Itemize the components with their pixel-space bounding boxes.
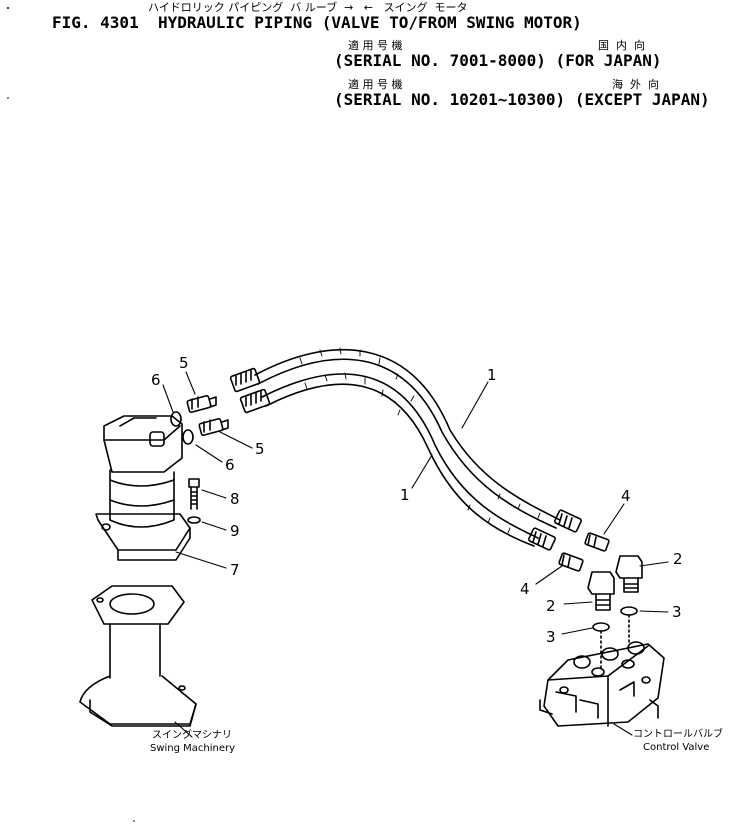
callout-3-lower: 3 [546, 628, 556, 646]
callout-9: 9 [230, 522, 240, 540]
callout-5-lower: 5 [255, 440, 265, 458]
fitting-4-upper [584, 532, 610, 552]
fitting-5-lower [198, 418, 229, 436]
fitting-5-upper [186, 395, 217, 413]
bolt-8 [188, 478, 200, 510]
control-valve-caption: Control Valve [643, 742, 710, 753]
hose-hatching [299, 347, 541, 534]
callout-5-upper: 5 [179, 354, 189, 372]
o-ring-6-upper [170, 411, 182, 427]
callout-2-lower: 2 [546, 597, 556, 615]
leader-lines [162, 371, 669, 738]
serial2-japanese-right: 海 外 向 [612, 78, 659, 91]
callout-4-lower: 4 [520, 580, 530, 598]
hose-end-lower-left [239, 388, 271, 414]
control-valve-caption-jp: コントロールバルブ [633, 729, 723, 740]
callout-1-lower: 1 [400, 486, 410, 504]
hose-lower [261, 373, 539, 547]
hose-end-upper-left [229, 367, 261, 393]
o-ring-3-upper [620, 606, 638, 616]
o-ring-3-lower [592, 622, 610, 632]
control-valve [539, 641, 665, 727]
swing-machinery-caption-jp: スイングマシナリ [152, 730, 232, 741]
serial1-japanese-left: 適 用 号 機 [348, 39, 403, 52]
assembly-lines-3 [600, 614, 630, 672]
serial-range-2: (SERIAL NO. 10201~10300) (EXCEPT JAPAN) [334, 90, 710, 109]
callout-8: 8 [230, 490, 240, 508]
hose-end-upper-right [554, 509, 582, 533]
callout-6-upper: 6 [151, 371, 161, 389]
callout-3-upper: 3 [672, 603, 682, 621]
serial-range-1: (SERIAL NO. 7001-8000) (FOR JAPAN) [334, 51, 662, 70]
washer-9 [187, 516, 201, 524]
callout-2-upper: 2 [673, 550, 683, 568]
serial1-japanese-right: 国 内 向 [598, 39, 645, 52]
callout-6-lower: 6 [225, 456, 235, 474]
callout-7: 7 [230, 561, 240, 579]
fitting-4-lower [558, 552, 584, 572]
o-ring-6-lower [182, 429, 194, 445]
swing-machinery-caption: Swing Machinery [150, 743, 236, 754]
elbow-2-lower [587, 571, 615, 611]
figure-title: FIG. 4301 HYDRAULIC PIPING (VALVE TO/FRO… [52, 13, 582, 32]
hose-end-lower-right [528, 527, 556, 551]
title-japanese: ハイドロリック パイピング バ ルーブ → ← スイング モータ [148, 1, 468, 14]
serial2-japanese-left: 適 用 号 機 [348, 78, 403, 91]
elbow-2-upper [615, 555, 643, 593]
swing-motor [95, 415, 191, 561]
callout-1-upper: 1 [487, 366, 497, 384]
hose-upper [254, 348, 561, 529]
callout-4-upper: 4 [621, 487, 631, 505]
swing-machinery [79, 585, 197, 727]
